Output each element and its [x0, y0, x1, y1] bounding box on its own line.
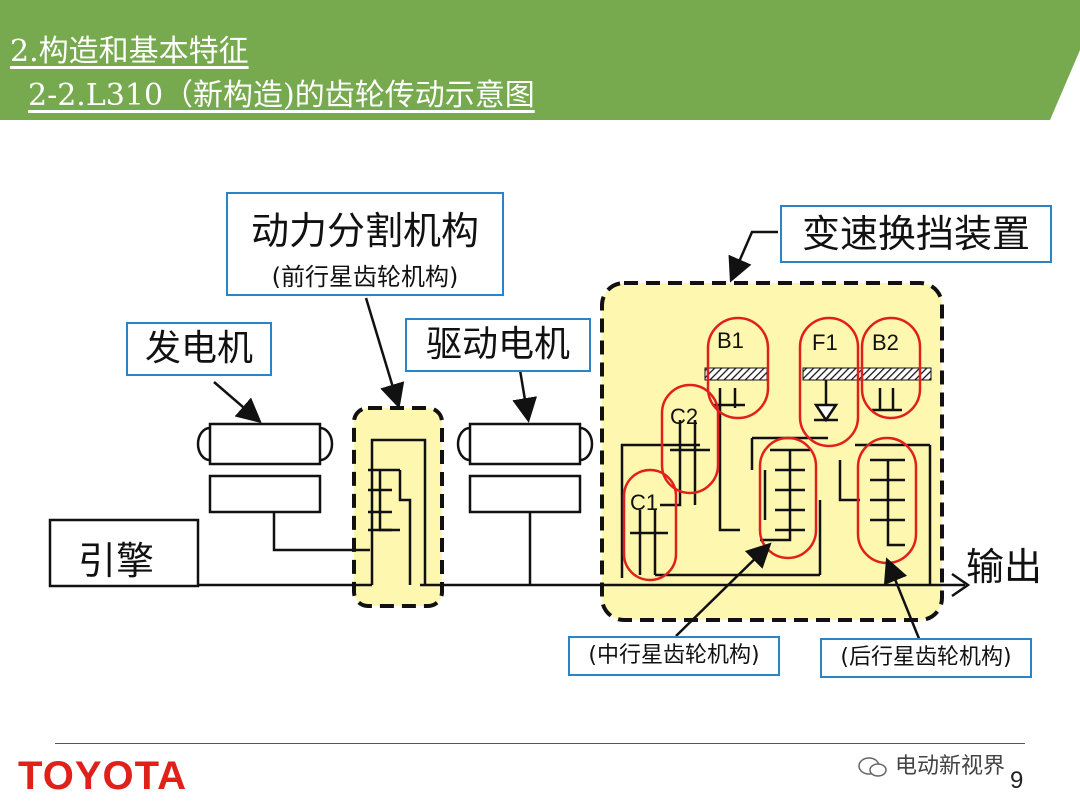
- engine-box: [48, 518, 200, 588]
- b2-oval: [860, 316, 922, 420]
- source-text: 电动新视界: [895, 754, 1006, 779]
- generator-symbol: [196, 422, 334, 514]
- c2-label: C2: [670, 404, 699, 429]
- output-label: 输出: [966, 545, 1043, 589]
- f1-oval: [798, 316, 860, 448]
- transmission-label: 变速换挡装置: [780, 205, 1052, 263]
- c1-oval: [622, 468, 678, 582]
- c2-oval: [660, 383, 720, 495]
- power-split-label: 动力分割机构 (前行星齿轮机构): [226, 192, 504, 296]
- c1-label: C1: [630, 490, 659, 515]
- f1-label: F1: [812, 330, 838, 355]
- b1-oval: [706, 316, 770, 420]
- shaft-lines: [198, 380, 965, 587]
- slide-subtitle: 2-2.L310（新构造)的齿轮传动示意图: [28, 78, 535, 113]
- brake-f1b2-hatch: [802, 367, 932, 381]
- footer-divider: [55, 743, 1025, 744]
- drive-motor-symbol: [456, 422, 594, 514]
- power-split-title: 动力分割机构: [250, 209, 479, 253]
- rear-planetary-label: (后行星齿轮机构): [820, 638, 1032, 678]
- brake-b1-hatch: [704, 367, 768, 381]
- drive-motor-label: 驱动电机: [405, 318, 591, 372]
- power-split-subtitle: (前行星齿轮机构): [271, 263, 459, 291]
- output-arrow: [951, 572, 971, 598]
- page-number: 9: [1010, 767, 1024, 794]
- source-watermark: 电动新视界: [858, 748, 1005, 780]
- wechat-icon: [858, 756, 888, 778]
- header-banner: [0, 0, 1080, 120]
- b2-label: B2: [872, 330, 899, 355]
- b1-label: B1: [717, 328, 744, 353]
- engine-label: 引擎: [78, 539, 155, 583]
- pointer-arrows: [213, 230, 924, 647]
- generator-label: 发电机: [126, 322, 272, 376]
- middle-planetary-oval: [758, 436, 818, 560]
- power-split-area: [352, 406, 444, 608]
- banner-shape: [0, 0, 1080, 120]
- slide-title: 2.构造和基本特征: [10, 34, 249, 69]
- middle-planetary-label: (中行星齿轮机构): [568, 636, 780, 676]
- toyota-logo: TOYOTA: [18, 754, 187, 798]
